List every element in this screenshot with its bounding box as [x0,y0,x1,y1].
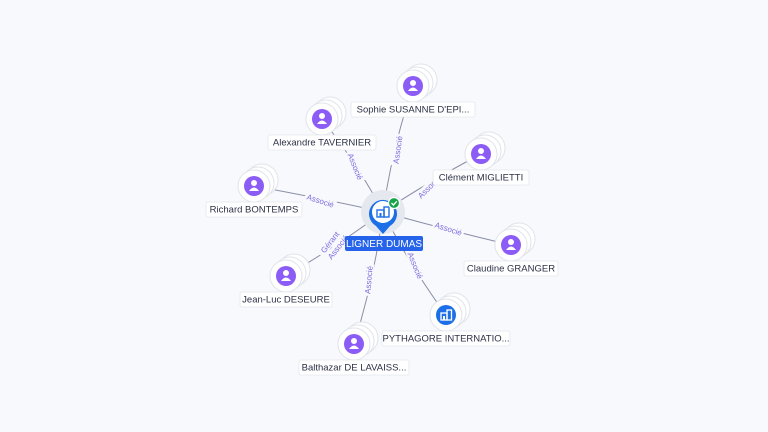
graph-node-claudine[interactable]: Claudine GRANGER [463,222,559,277]
node-label-box [239,291,333,308]
node-label-box [267,134,377,151]
edge-label-alexandre: Associé [345,149,366,183]
edge-label-text: Associé [306,192,336,209]
node-label-box [350,101,476,118]
edge-label-text: Associé [392,135,405,165]
person-icon [249,180,259,191]
node-label: Sophie SUSANNE D'EPI... [357,105,470,116]
edge-label-bg [405,248,426,282]
edge-label-bg [345,149,366,183]
node-label-box [463,260,559,277]
edge-label-bg [316,226,344,258]
person-icon [317,113,327,124]
graph-node-jeanluc[interactable]: Jean-Luc DESEURE [239,253,333,308]
node-label-box [432,169,530,186]
nodes-layer: Sophie SUSANNE D'EPI... Alexandre TAVERNI… [205,63,559,376]
person-icon [349,338,359,349]
node-disc [436,305,456,325]
edge-label-bg [324,231,352,263]
edge-label-bg [431,219,466,238]
edge-label-sophie: Associé [390,133,405,167]
center-label: LIGNER DUMAS [346,239,422,250]
graph-node-balthazar[interactable]: Balthazar DE LAVAISS... [298,321,410,376]
graph-node-sophie[interactable]: Sophie SUSANNE D'EPI... [350,63,476,118]
edge-label-bg [303,191,338,210]
edge-label-balthazar: Associé [362,263,375,297]
edge-label-text: Associé [363,265,374,294]
edge-label-richard: Associé [303,191,338,210]
building-icon [376,206,390,218]
edge-label-text: Associé [406,251,425,281]
node-label: Alexandre TAVERNIER [273,138,371,149]
person-icon [281,270,291,281]
person-icon [476,148,486,159]
edge-label-bg [390,133,405,167]
node-label: PYTHAGORE INTERNATIO... [382,334,509,345]
node-label-box [205,201,303,218]
node-label: Balthazar DE LAVAISS... [302,363,407,374]
node-label-box [381,330,511,347]
person-icon [408,80,418,91]
center-node[interactable]: LIGNER DUMAS [345,190,423,251]
graph-node-richard[interactable]: Richard BONTEMPS [205,163,303,218]
center-label-box [345,236,423,251]
edge-label-pythagore: Associé [405,248,426,282]
node-label: Jean-Luc DESEURE [242,295,330,306]
node-label: Clément MIGLIETTI [439,173,523,184]
graph-node-alexandre[interactable]: Alexandre TAVERNIER [267,96,377,151]
graph-node-pythagore[interactable]: PYTHAGORE INTERNATIO... [381,292,511,347]
building-icon [440,309,453,321]
node-label-box [298,359,410,376]
edge-label-text: Associé [346,152,365,182]
edge-label-claudine: Associé [431,219,466,238]
node-label: Claudine GRANGER [467,264,555,275]
edge-label-text: Associé [434,220,464,237]
edge-label-bg [362,263,375,297]
graph-node-clement[interactable]: Clément MIGLIETTI [432,131,530,186]
check-icon [387,196,401,210]
node-label: Richard BONTEMPS [210,205,299,216]
person-icon [506,239,516,250]
